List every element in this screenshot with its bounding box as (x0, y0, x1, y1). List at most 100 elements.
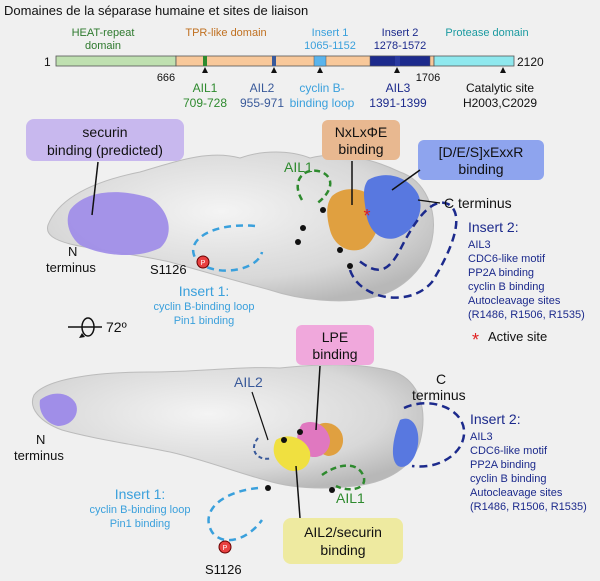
ail2-securin-binding-label-2: binding (320, 542, 365, 558)
bottom-c-terminus-label: C (436, 371, 446, 387)
protease-domain-bar (433, 55, 515, 67)
dexxr-binding-label: [D/E/S]xExxR (439, 144, 524, 160)
bottom-n-terminus-label: N (36, 432, 45, 447)
bottom-insert2-line: CDC6-like motif (470, 445, 548, 457)
insert1-range: 1065-1152 (304, 40, 356, 52)
lpe-binding-label: LPE (322, 329, 348, 345)
loop-map-label-2: binding loop (290, 96, 355, 110)
lpe-leader-line (315, 365, 321, 431)
bottom-ail2-loop (253, 437, 273, 460)
ail3-map-label: AIL3 (386, 81, 411, 95)
top-junction-dot (347, 263, 353, 269)
insert2-label: Insert 2 (382, 27, 419, 39)
lpe-binding-label-2: binding (312, 346, 357, 362)
bottom-insert1-title: Insert 1: (115, 486, 166, 502)
top-insert1-line2: Pin1 binding (174, 315, 235, 327)
ail2-securin-leader-line (295, 465, 301, 519)
ail3-arrow-icon (394, 67, 400, 73)
bottom-c-terminus-label-2: terminus (412, 387, 466, 403)
top-insert1-title: Insert 1: (179, 283, 230, 299)
pos-1706: 1706 (416, 72, 440, 84)
nxlx-binding-label: NxLxΦE (335, 124, 387, 140)
bottom-ail2-label: AIL2 (234, 374, 263, 390)
heat-label-2: domain (85, 40, 121, 52)
pos-end: 2120 (517, 55, 544, 69)
bottom-junction-dot (265, 485, 271, 491)
loop-arrow-icon (317, 67, 323, 73)
bottom-structure: P LPE binding AIL2 AIL1 C terminus N ter… (14, 325, 587, 577)
top-insert2-line: (R1486, R1506, R1535) (468, 309, 585, 321)
protease-label: Protease domain (445, 27, 528, 39)
figure-title: Domaines de la séparase humaine et sites… (4, 3, 308, 18)
securin-binding-label-2: binding (predicted) (47, 142, 163, 158)
heat-domain-bar (55, 55, 177, 67)
bottom-dexxr-patch (392, 418, 419, 467)
top-s1126-phospho-icon (196, 255, 210, 269)
top-c-terminus-line (417, 199, 441, 204)
rotation-arrowhead-icon (79, 333, 85, 338)
bottom-insert2-line: (R1486, R1506, R1535) (470, 501, 587, 513)
ail2-arrow-icon (271, 67, 277, 73)
bottom-protein-surface (32, 364, 424, 489)
bottom-insert2-line: cyclin B binding (470, 473, 546, 485)
dexxr-leader-line (391, 169, 421, 191)
bottom-junction-dot (281, 437, 287, 443)
pos-start: 1 (44, 55, 51, 69)
top-insert2-line: PP2A binding (468, 267, 534, 279)
top-n-terminus-label: N (68, 244, 77, 259)
insert1-label: Insert 1 (312, 27, 349, 39)
pos-666: 666 (157, 72, 175, 84)
bottom-insert2-line: Autocleavage sites (470, 487, 563, 499)
rotation-arrow-icon (81, 317, 95, 337)
top-junction-dot (300, 225, 306, 231)
ail2-securin-binding-label: AIL2/securin (304, 524, 382, 540)
ail1-map-range: 709-728 (183, 96, 227, 110)
top-s1126-phospho-glyph: P (201, 260, 206, 267)
bottom-securin-patch (39, 393, 77, 426)
bottom-ail1-label: AIL1 (336, 490, 365, 506)
catalytic-arrow-icon (500, 67, 506, 73)
rotation-angle-label: 72º (106, 319, 127, 335)
top-s1126-label: S1126 (150, 262, 187, 277)
bottom-s1126-phospho-icon (218, 540, 232, 554)
securin-binding-label: securin (82, 124, 127, 140)
top-c-terminus-label: C terminus (444, 195, 512, 211)
tpr-label: TPR-like domain (185, 27, 266, 39)
ail1-map-label: AIL1 (193, 81, 218, 95)
bottom-s1126-label: S1126 (205, 562, 242, 577)
nxlx-binding-box (322, 120, 400, 160)
nxlx-binding-label-2: binding (338, 141, 383, 157)
top-n-terminus-label-2: terminus (46, 260, 96, 275)
top-insert2-line: cyclin B binding (468, 281, 544, 293)
bottom-s1126-phospho-glyph: P (223, 545, 228, 552)
catalytic-residues: H2003,C2029 (463, 96, 537, 110)
top-insert2-line: Autocleavage sites (468, 295, 561, 307)
bottom-ail2-securin-patch (273, 436, 311, 472)
top-ail1-loop (296, 169, 332, 206)
top-insert2-title: Insert 2: (468, 219, 519, 235)
ail2-map-label: AIL2 (250, 81, 275, 95)
bottom-insert1-line1: cyclin B-binding loop (90, 504, 191, 516)
insert2-range: 1278-1572 (374, 40, 427, 52)
top-junction-dot (295, 239, 301, 245)
ail1-arrow-icon (202, 67, 208, 73)
top-junction-dot (337, 247, 343, 253)
legend-active-site-label: Active site (488, 329, 547, 344)
lpe-binding-box (296, 325, 374, 365)
ail2-bar (272, 56, 276, 66)
bottom-insert2-line: PP2A binding (470, 459, 536, 471)
dexxr-binding-label-2: binding (458, 161, 503, 177)
top-structure: * P securin binding (predicted) NxLxΦE b… (26, 119, 585, 350)
top-insert1-line1: cyclin B-binding loop (154, 301, 255, 313)
ail2-map-range: 955-971 (240, 96, 284, 110)
loop-map-label: cyclin B- (299, 81, 344, 95)
top-ail1-label: AIL1 (284, 159, 313, 175)
dexxr-binding-box (418, 140, 544, 180)
catalytic-label: Catalytic site (466, 81, 534, 95)
bottom-n-terminus-label-2: terminus (14, 448, 64, 463)
insert1-bar (313, 55, 327, 67)
ail3-bar (395, 56, 400, 66)
top-active-site-star-icon: * (363, 206, 370, 226)
ail1-bar (203, 56, 207, 66)
